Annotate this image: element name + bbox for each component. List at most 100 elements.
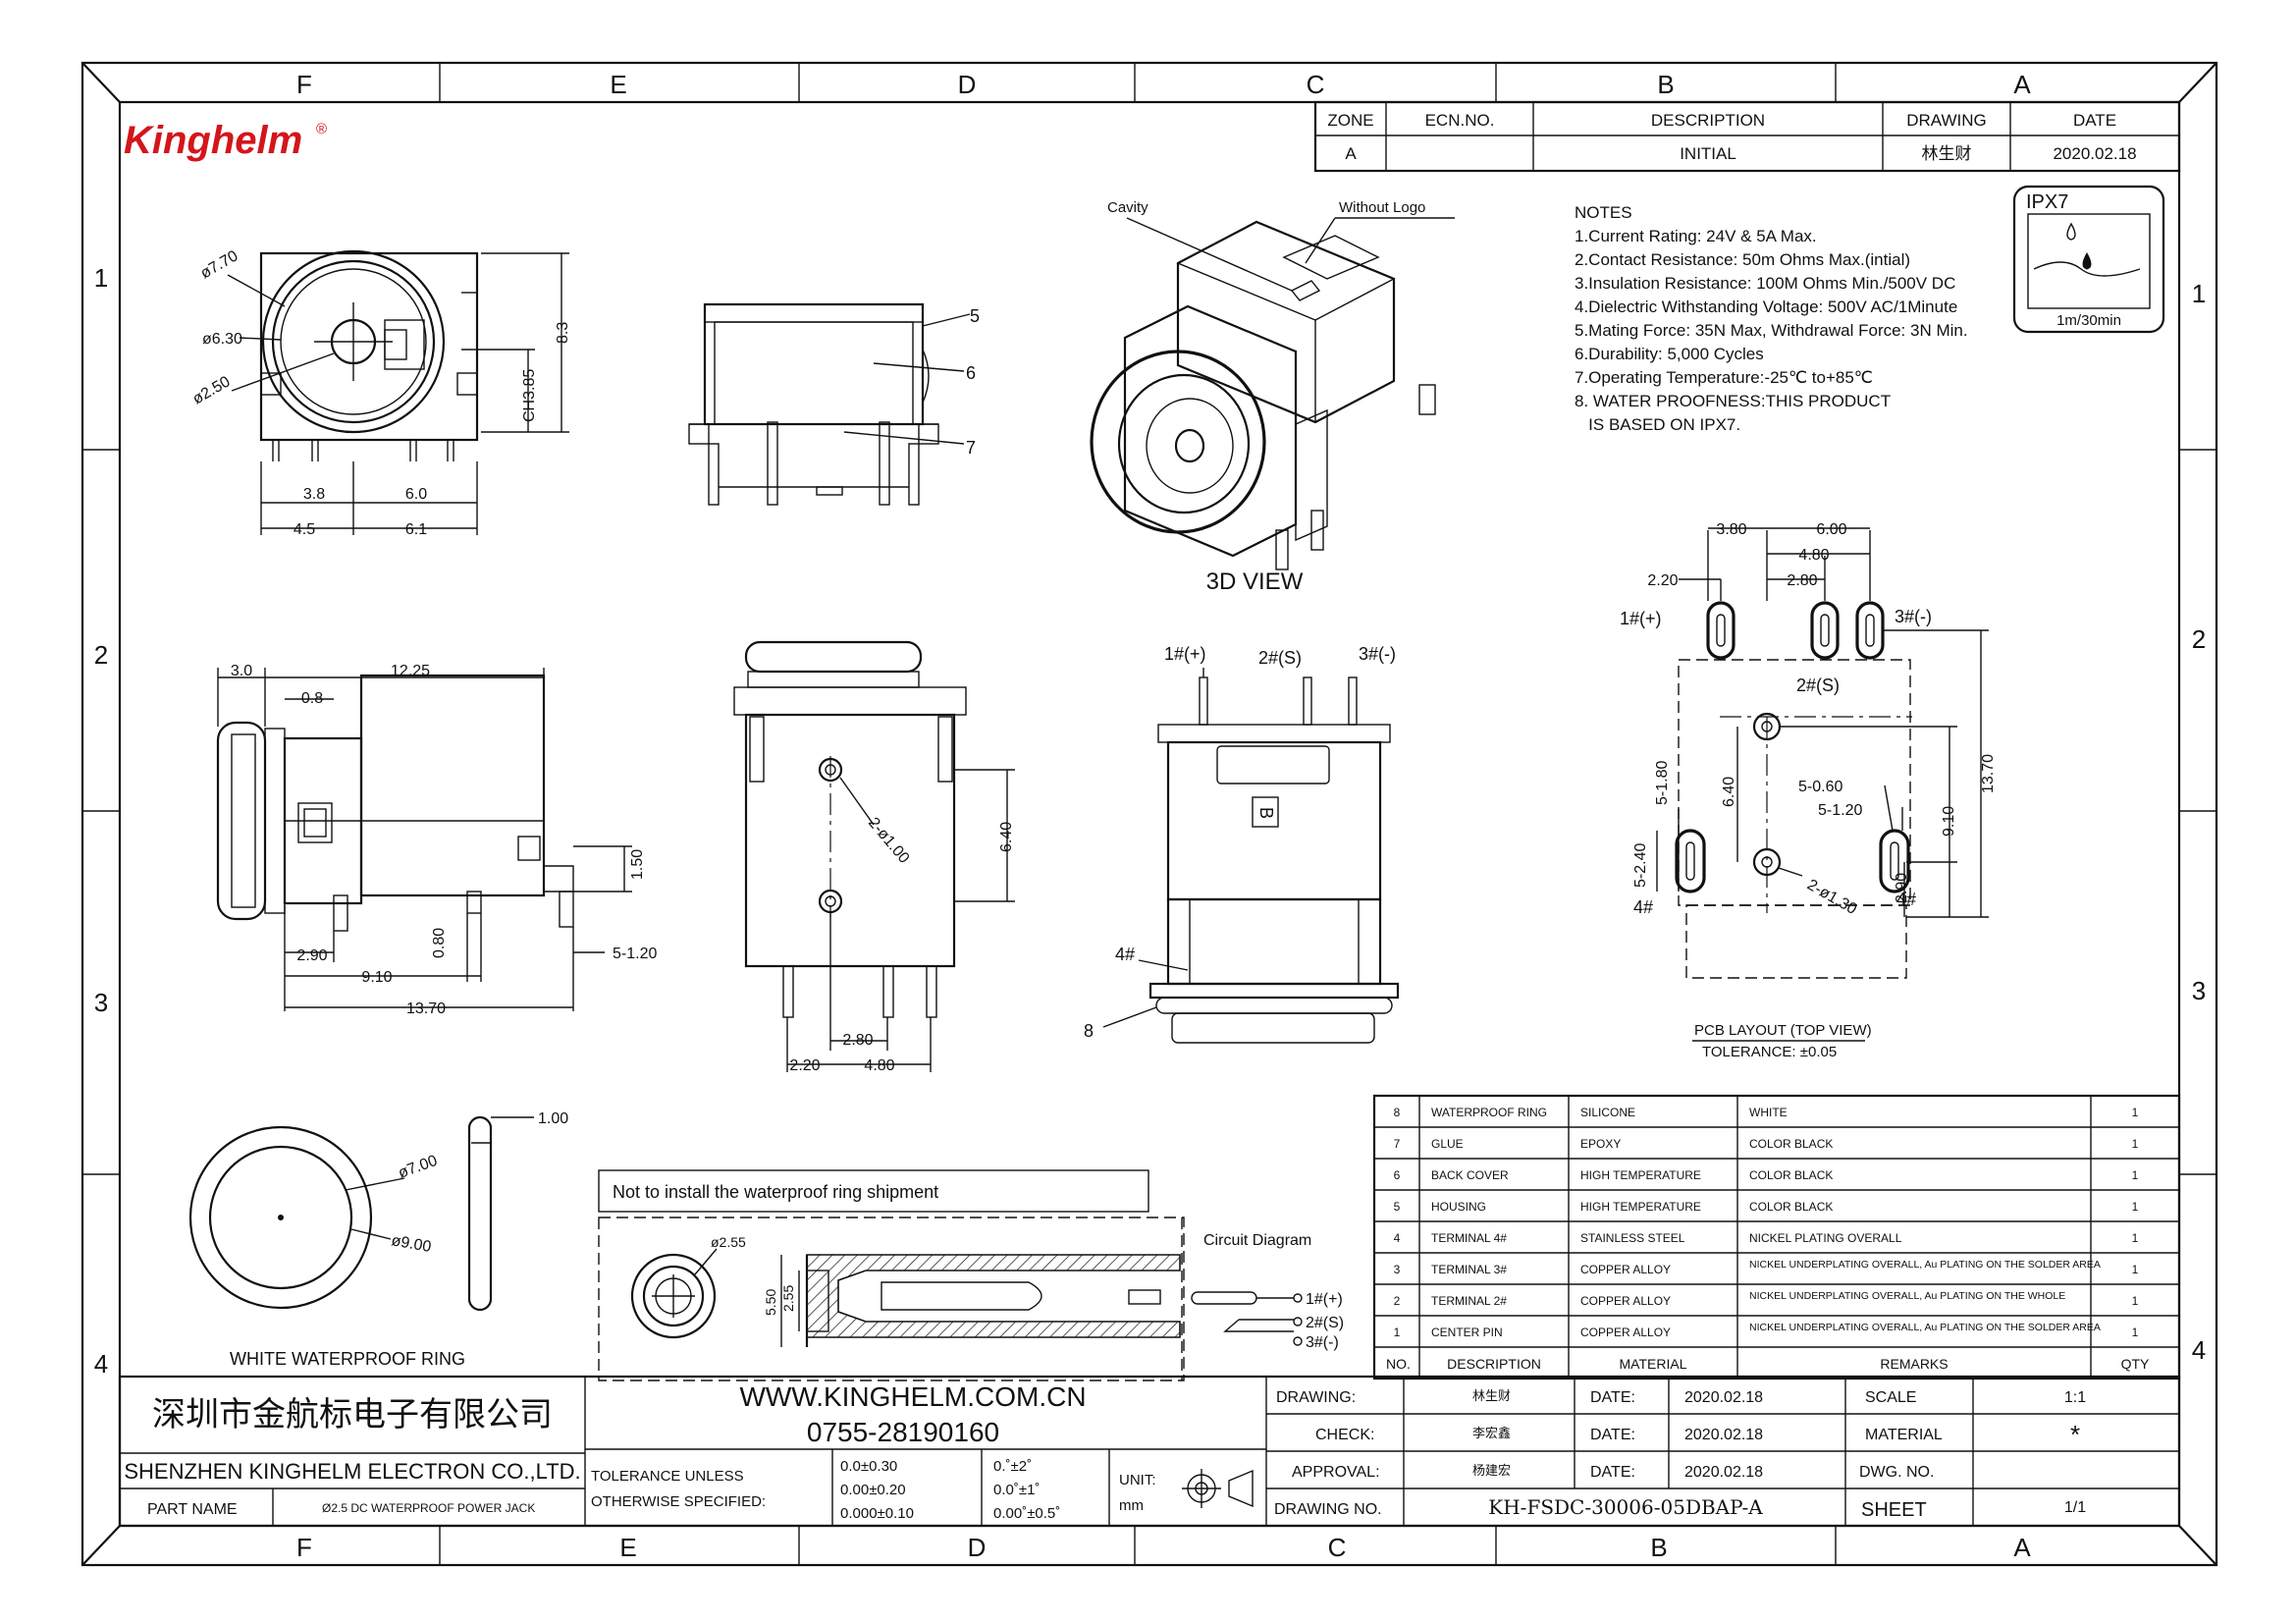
zone-col-d-top: D xyxy=(958,70,977,99)
sheet-label: SHEET xyxy=(1861,1499,1927,1521)
bom-cell-remarks: NICKEL PLATING OVERALL xyxy=(1749,1231,1902,1245)
zone-col-c-bottom: C xyxy=(1328,1533,1347,1562)
top-dim-220: 2.20 xyxy=(789,1057,820,1074)
side-dim-512: 5-1.20 xyxy=(613,946,657,962)
pcb-slot-1 xyxy=(1706,601,1735,660)
dim-w38: 3.8 xyxy=(303,486,325,503)
bom-cell-remarks: NICKEL UNDERPLATING OVERALL, Au PLATING … xyxy=(1749,1290,2065,1302)
date-3: 2020.02.18 xyxy=(1684,1464,1763,1481)
pcb-slot-4b xyxy=(1879,829,1910,893)
material-value: * xyxy=(2070,1420,2080,1449)
angle-tol-3: 0.00˚±0.5˚ xyxy=(993,1505,1060,1522)
zone-row-3-left: 3 xyxy=(94,988,108,1017)
bom-cell-remarks: COLOR BLACK xyxy=(1749,1200,1833,1214)
side-dim-910: 9.10 xyxy=(361,969,392,986)
waterproof-ring-view: 1.00 ø7.00 ø9.00 WHITE WATERPROOF RING xyxy=(188,1110,568,1369)
bom-cell-remarks: COLOR BLACK xyxy=(1749,1137,1833,1151)
top-dim-280: 2.80 xyxy=(842,1032,873,1049)
pcb-dim-290: 2.90 xyxy=(1894,873,1910,903)
section-notice: Not to install the waterproof ring shipm… xyxy=(613,1182,938,1202)
projection-symbol-icon xyxy=(1182,1469,1254,1508)
back-pin-4: 4# xyxy=(1115,945,1135,964)
bom-cell-remarks: COLOR BLACK xyxy=(1749,1168,1833,1182)
dwg-no-label: DWG. NO. xyxy=(1859,1464,1934,1481)
dim-h83: 8.3 xyxy=(555,322,571,344)
drawing-number: KH-FSDC-30006-05DBAP-A xyxy=(1488,1495,1763,1519)
tolerance-1: 0.0±0.30 xyxy=(840,1458,897,1475)
bom-cell-no: 3 xyxy=(1394,1263,1401,1276)
water-level-icon xyxy=(2082,251,2092,270)
back-pin-1: 1#(+) xyxy=(1164,644,1206,664)
date-2: 2020.02.18 xyxy=(1684,1427,1763,1443)
bom-cell-description: GLUE xyxy=(1431,1137,1464,1151)
drawing-no-label: DRAWING NO. xyxy=(1274,1501,1382,1518)
dim-d250: ø2.50 xyxy=(190,373,234,407)
rev-header-drawing: DRAWING xyxy=(1906,111,1987,130)
side-dim-290: 2.90 xyxy=(296,947,327,964)
note-8-cont: IS BASED ON IPX7. xyxy=(1575,415,1740,434)
date-label-1: DATE: xyxy=(1590,1389,1635,1406)
date-label-2: DATE: xyxy=(1590,1427,1635,1443)
tolerance-label-1: TOLERANCE UNLESS xyxy=(591,1468,744,1485)
bom-header-remarks: REMARKS xyxy=(1880,1356,1948,1372)
back-pin-2: 2#(S) xyxy=(1258,648,1302,668)
bom-cell-qty: 1 xyxy=(2132,1106,2139,1119)
pcb-pin-1: 1#(+) xyxy=(1620,609,1662,628)
zone-col-c-top: C xyxy=(1307,70,1325,99)
iso-3d-view: Cavity Without Logo 3D VIEW xyxy=(1090,199,1455,595)
bom-cell-remarks: NICKEL UNDERPLATING OVERALL, Au PLATING … xyxy=(1749,1259,2101,1271)
revision-table: ZONE ECN.NO. DESCRIPTION DRAWING DATE A … xyxy=(1313,100,2181,173)
drawing-by: 林生财 xyxy=(1472,1388,1511,1403)
top-dim-480: 4.80 xyxy=(864,1057,894,1074)
iso-title: 3D VIEW xyxy=(1206,568,1304,595)
iso-without-logo-label: Without Logo xyxy=(1339,199,1425,216)
kinghelm-logo: Kinghelm ® xyxy=(124,119,327,162)
note-3: 3.Insulation Resistance: 100M Ohms Min./… xyxy=(1575,274,1955,293)
bom-cell-description: BACK COVER xyxy=(1431,1168,1509,1182)
callout-7: 7 xyxy=(966,438,976,458)
callout-6: 6 xyxy=(966,363,976,383)
section-view: Not to install the waterproof ring shipm… xyxy=(598,1169,1344,1381)
pcb-dim-280: 2.80 xyxy=(1787,572,1817,589)
back-mark: B xyxy=(1256,807,1276,819)
scale-label: SCALE xyxy=(1865,1389,1916,1406)
bom-cell-qty: 1 xyxy=(2132,1294,2139,1308)
rev-drawing: 林生财 xyxy=(1922,144,1972,163)
pcb-dim-560: 5-0.60 xyxy=(1798,779,1842,795)
part-name-label: PART NAME xyxy=(147,1501,238,1518)
pcb-layout: 3.80 6.00 4.80 2.20 2.80 1#(+) 3#(-) 2#(… xyxy=(1620,521,1997,1060)
unit-label: UNIT: xyxy=(1119,1472,1156,1488)
zone-col-f-top: F xyxy=(296,70,312,99)
angle-tol-1: 0.˚±2˚ xyxy=(993,1458,1032,1475)
pcb-dim-380: 3.80 xyxy=(1716,521,1746,538)
note-8: 8. WATER PROOFNESS:THIS PRODUCT xyxy=(1575,392,1891,410)
zone-row-4-right: 4 xyxy=(2192,1335,2206,1365)
zone-row-1-right: 1 xyxy=(2192,279,2206,308)
pcb-title: PCB LAYOUT (TOP VIEW) xyxy=(1694,1022,1872,1039)
zone-col-b-bottom: B xyxy=(1650,1533,1667,1562)
zone-row-2-left: 2 xyxy=(94,640,108,670)
part-name: Ø2.5 DC WATERPROOF POWER JACK xyxy=(322,1501,535,1515)
bom-cell-no: 8 xyxy=(1394,1106,1401,1119)
pcb-dim-640: 6.40 xyxy=(1721,777,1737,807)
bom-cell-qty: 1 xyxy=(2132,1200,2139,1214)
bom-cell-material: COPPER ALLOY xyxy=(1580,1325,1671,1339)
check-label: CHECK: xyxy=(1315,1427,1374,1443)
pcb-dim-5120: 5-1.20 xyxy=(1818,802,1862,819)
pcb-dim-600: 6.00 xyxy=(1816,521,1846,538)
circuit-pin-3: 3#(-) xyxy=(1306,1334,1339,1351)
notes-title: NOTES xyxy=(1575,203,1632,222)
note-7: 7.Operating Temperature:-25℃ to+85℃ xyxy=(1575,368,1873,387)
bom-cell-material: COPPER ALLOY xyxy=(1580,1263,1671,1276)
company-name-en: SHENZHEN KINGHELM ELECTRON CO.,LTD. xyxy=(124,1459,580,1484)
bom-cell-material: COPPER ALLOY xyxy=(1580,1294,1671,1308)
notes-block: NOTES 1.Current Rating: 24V & 5A Max. 2.… xyxy=(1575,203,1968,434)
tolerance-label-2: OTHERWISE SPECIFIED: xyxy=(591,1493,766,1510)
water-drop-icon xyxy=(2066,222,2076,241)
pcb-dim-518: 5-1.80 xyxy=(1654,761,1671,805)
bom-cell-no: 1 xyxy=(1394,1325,1401,1339)
zone-row-1-left: 1 xyxy=(94,263,108,293)
date-1: 2020.02.18 xyxy=(1684,1389,1763,1406)
circuit-pin-1: 1#(+) xyxy=(1306,1291,1343,1308)
